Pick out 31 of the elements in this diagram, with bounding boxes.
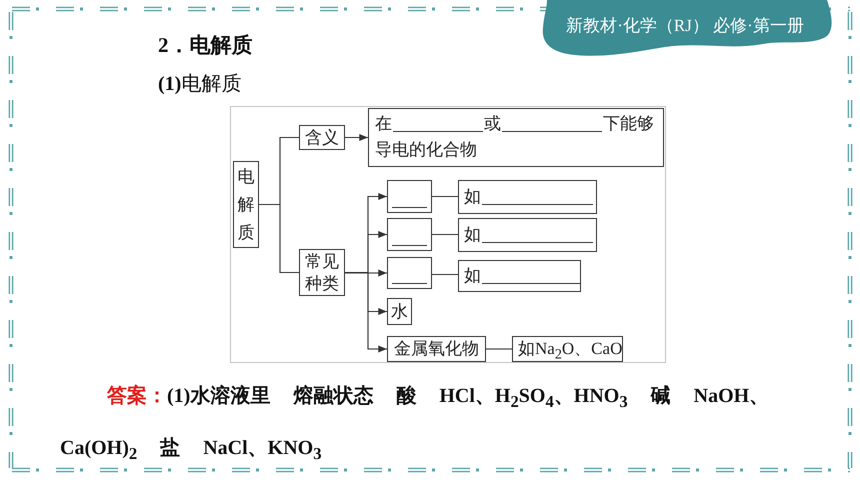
text-box: 电解质	[233, 161, 259, 248]
connector-line	[486, 348, 512, 350]
text-box	[458, 218, 597, 252]
subheading: (1)电解质	[158, 72, 242, 97]
blank-box	[387, 218, 432, 251]
text-box: 常见种类	[299, 249, 345, 296]
text-box	[458, 180, 597, 214]
text-box: 水	[387, 298, 412, 325]
arrow	[345, 270, 387, 276]
prompt-text: 如	[464, 187, 481, 206]
text-box: 如Na$_{2}$O、CaO	[512, 336, 623, 362]
text-box: 金属氧化物	[387, 336, 486, 362]
prompt-text: 导电的化合物	[375, 139, 477, 161]
arrow	[345, 134, 368, 141]
connector-line	[432, 196, 458, 198]
blank-box	[387, 180, 432, 213]
prompt-text: 下能够	[603, 114, 654, 133]
connector-line	[432, 234, 458, 236]
prompt-text: 如	[464, 225, 481, 244]
blank-box	[387, 257, 432, 289]
answer-text: 答案：(1)水溶液里 熔融状态 酸 HCl、H$_{2}$SO$_{4}$、HNO$_{3}$ 碱 NaOH、Ca(OH)$_{2}$ 盐 NaCl、KNO$_{3}$	[60, 382, 770, 465]
heading: 2．电解质	[158, 32, 252, 58]
prompt-text: 如	[464, 266, 481, 285]
connector-line	[259, 204, 299, 274]
connector-line	[432, 274, 458, 276]
text-box	[368, 108, 664, 167]
prompt-text: 在	[375, 114, 392, 133]
prompt-text: 或	[484, 114, 501, 133]
text-box	[458, 260, 581, 292]
arrow	[345, 272, 387, 352]
text-box: 含义	[299, 125, 345, 150]
